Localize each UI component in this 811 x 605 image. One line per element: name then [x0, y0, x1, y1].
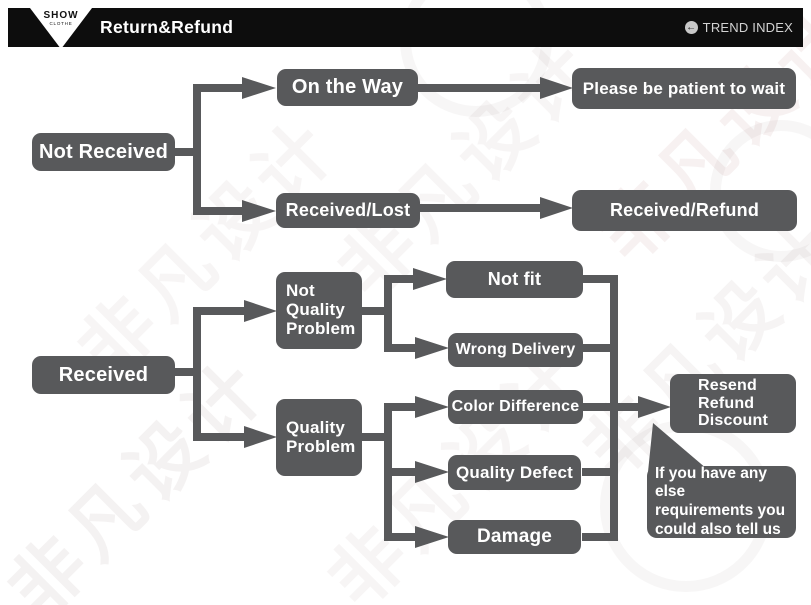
left-arrow-circle-icon: ←	[684, 21, 698, 34]
logo-clothe-text: CLOTHE	[49, 21, 73, 26]
logo-show-text: SHOW	[43, 10, 79, 21]
node-received-lost: Received/Lost	[276, 193, 420, 228]
page-title: Return&Refund	[100, 17, 234, 37]
node-resend-refund-discount: Resend Refund Discount	[670, 374, 796, 433]
node-color-difference: Color Difference	[448, 390, 583, 424]
arrow-icon	[242, 200, 276, 222]
node-please-be-patient: Please be patient to wait	[572, 68, 796, 109]
node-quality-defect: Quality Defect	[448, 455, 581, 490]
arrow-icon	[415, 396, 449, 418]
arrow-icon	[540, 77, 573, 99]
trend-index-label: TREND INDEX	[702, 20, 793, 35]
arrow-icon	[413, 268, 447, 290]
bubble-tail	[648, 423, 707, 472]
node-not-fit: Not fit	[446, 261, 583, 298]
arrow-icon	[244, 426, 277, 448]
node-wrong-delivery: Wrong Delivery	[448, 333, 583, 367]
arrow-icon	[242, 77, 276, 99]
arrow-icon	[415, 337, 449, 359]
arrowheads	[242, 77, 707, 548]
arrow-icon	[244, 300, 277, 322]
arrow-icon	[415, 526, 449, 548]
node-received-refund: Received/Refund	[572, 190, 797, 231]
trend-index-brand: ← TREND INDEX	[684, 8, 793, 47]
logo-diamond-icon	[30, 8, 92, 49]
watermark-ring	[400, 0, 552, 117]
node-not-quality-problem: Not Quality Problem	[276, 272, 362, 349]
connector-lines	[175, 84, 638, 541]
header-bar: SHOW CLOTHE Return&Refund ← TREND INDEX	[8, 8, 803, 49]
node-not-received: Not Received	[32, 133, 175, 171]
show-clothe-logo: SHOW CLOTHE	[28, 8, 94, 49]
note-bubble: If you have any else requirements you co…	[647, 465, 796, 538]
node-received: Received	[32, 356, 175, 394]
node-on-the-way: On the Way	[277, 69, 418, 106]
arrow-icon	[415, 461, 449, 483]
arrow-icon	[540, 197, 573, 219]
arrow-icon	[638, 396, 671, 418]
node-quality-problem: Quality Problem	[276, 399, 362, 476]
node-damage: Damage	[448, 520, 581, 554]
